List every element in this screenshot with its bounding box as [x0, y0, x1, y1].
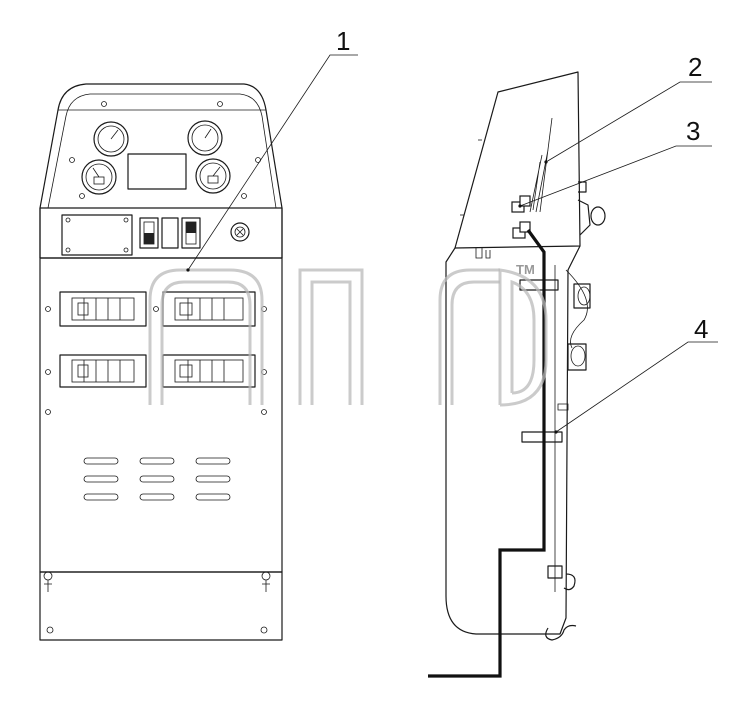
gauge-top-right-icon: [187, 120, 223, 156]
ventilation-slots: [83, 457, 231, 501]
callout-1-label: 1: [336, 26, 350, 56]
fuse-block-4: [162, 354, 256, 388]
callout-3-label: 3: [686, 116, 700, 146]
rocker-switch-right-icon: [181, 217, 201, 249]
bottom-clip: [547, 565, 576, 591]
side-body-outline: [445, 245, 581, 635]
callout-1: 1: [186, 26, 358, 272]
blank-module: [61, 214, 133, 256]
callout-3: 3: [518, 116, 712, 208]
bracket-left-icon: [43, 571, 53, 592]
bracket-right-icon: [261, 571, 271, 592]
side-mount-2: [567, 343, 587, 371]
display-window: [127, 153, 187, 190]
side-housing-top: [454, 71, 581, 249]
fuse-block-2: [162, 291, 256, 327]
ignition-key-icon: [230, 222, 250, 242]
callout-4-label: 4: [694, 314, 708, 344]
connector-plug-lower: [512, 227, 526, 239]
fuse-block-1: [59, 291, 147, 327]
bottom-cover: [39, 571, 283, 641]
side-mount-1: [573, 283, 591, 309]
callout-2-label: 2: [688, 52, 702, 82]
callout-2: 2: [544, 52, 712, 164]
gauge-top-left-icon: [93, 121, 129, 157]
rocker-switch-left-icon: [139, 217, 159, 249]
connector-plug-3: [511, 201, 525, 213]
front-view: [39, 83, 283, 641]
watermark-logo: [148, 268, 548, 407]
gauge-bottom-right-icon: [195, 158, 231, 194]
knob-icon: [590, 206, 606, 226]
gauge-housing-outline: [39, 83, 283, 258]
main-cable: [428, 229, 546, 678]
fuse-block-3: [59, 354, 147, 388]
side-view: [428, 71, 606, 678]
watermark-trademark: TM: [516, 262, 535, 277]
harness-branch: [529, 117, 553, 213]
callout-4: 4: [554, 314, 718, 434]
gauge-housing-inner: [47, 93, 277, 209]
gauge-bottom-left-icon: [81, 159, 117, 195]
